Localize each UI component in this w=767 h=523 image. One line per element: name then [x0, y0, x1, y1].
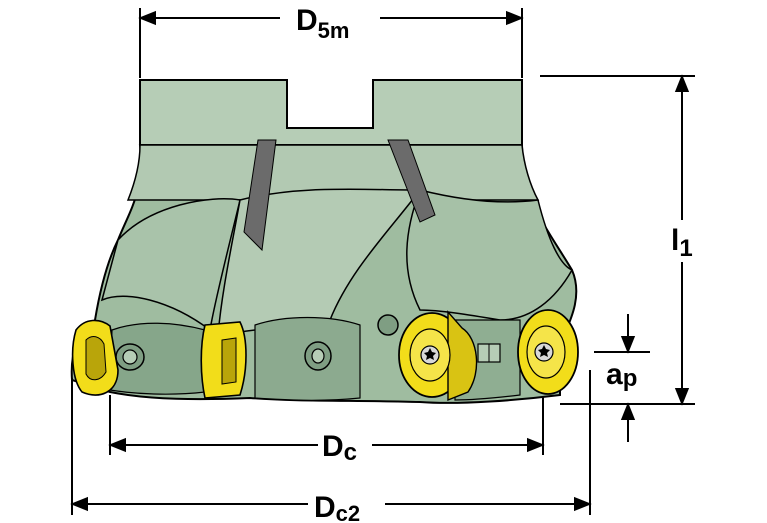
cutting-inserts — [71, 309, 579, 402]
dimension-lines — [70, 8, 695, 515]
d5m-label: D5m — [296, 4, 349, 43]
flute-facet-center — [217, 188, 422, 336]
flute-facet-right — [406, 189, 574, 321]
screw-hole-mid — [304, 341, 332, 371]
l1-label: l1 — [671, 224, 693, 262]
insert-screw-small — [477, 343, 501, 363]
insert-side-left — [200, 321, 247, 399]
flute-facet-left — [100, 198, 241, 332]
ap-label: ap — [606, 358, 637, 392]
dc2-label: Dc2 — [314, 491, 360, 523]
insert-round-center — [398, 310, 478, 402]
cutter-body — [70, 79, 578, 404]
screw-hole-center — [377, 314, 399, 336]
screw-hole-left — [115, 343, 145, 371]
chip-flute-right — [387, 139, 436, 223]
chip-flute-left — [243, 139, 277, 252]
dc-label: Dc — [322, 430, 357, 466]
cutter-shank — [139, 79, 523, 146]
keyway — [286, 80, 374, 129]
insert-round-right — [517, 309, 579, 395]
insert-left-edge — [71, 319, 119, 396]
